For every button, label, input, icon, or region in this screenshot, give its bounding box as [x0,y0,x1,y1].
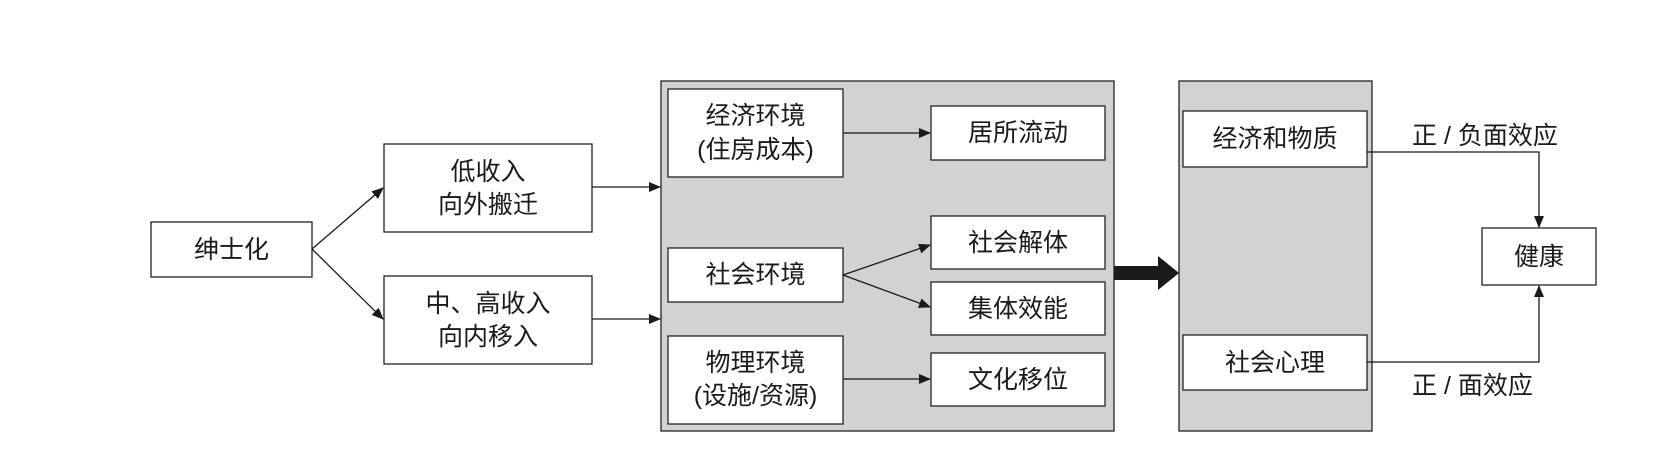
node-low-income-line2: 向外搬迁 [438,191,538,219]
node-mid-high-income-line2: 向内移入 [438,323,538,351]
node-social-environment-label: 社会环境 [705,261,805,289]
node-mid-high-income: 中、高收入 向内移入 [383,275,593,365]
node-low-income-line1: 低收入 [450,158,525,186]
block-arrow-environment-to-pathways [1114,256,1179,290]
node-economic-environment-line1: 经济环境 [705,102,805,130]
node-economic-environment: 经济环境 (住房成本) [667,88,844,178]
node-social-psychological-label: 社会心理 [1225,349,1325,377]
arrow-social-psychological-to-health [1367,285,1544,363]
node-physical-environment-line2: (设施/资源) [694,382,818,410]
node-low-income: 低收入 向外搬迁 [383,143,593,233]
node-residential-mobility: 居所流动 [930,105,1106,161]
node-physical-environment-line1: 物理环境 [705,349,805,377]
node-economic-material-label: 经济和物质 [1212,125,1337,153]
node-social-disorganization: 社会解体 [930,215,1106,270]
node-cultural-displacement-label: 文化移位 [968,366,1068,394]
edge-label-top: 正 / 负面效应 [1412,122,1558,150]
node-collective-efficacy-label: 集体效能 [968,295,1068,323]
node-physical-environment: 物理环境 (设施/资源) [667,335,844,425]
node-gentrification-label: 绅士化 [194,236,269,264]
node-collective-efficacy: 集体效能 [930,281,1106,336]
node-gentrification: 绅士化 [150,221,313,278]
node-economic-material: 经济和物质 [1182,110,1368,168]
arrow-economic-material-to-health [1367,151,1544,228]
node-social-psychological: 社会心理 [1182,334,1368,391]
edge-label-bottom: 正 / 面效应 [1412,372,1533,400]
node-health-label: 健康 [1514,243,1564,271]
node-mid-high-income-line1: 中、高收入 [425,290,550,318]
node-social-environment: 社会环境 [667,247,844,303]
node-health: 健康 [1481,227,1597,286]
arrow-social-to-collective-efficacy [842,274,931,308]
node-cultural-displacement: 文化移位 [930,352,1106,407]
arrow-social-to-disorganization [842,243,931,276]
arrow-gentrification-to-mid-high-income [311,248,384,320]
node-residential-mobility-label: 居所流动 [968,119,1068,147]
node-economic-environment-line2: (住房成本) [697,136,814,164]
node-social-disorganization-label: 社会解体 [968,229,1068,257]
arrow-gentrification-to-low-income [311,187,384,250]
